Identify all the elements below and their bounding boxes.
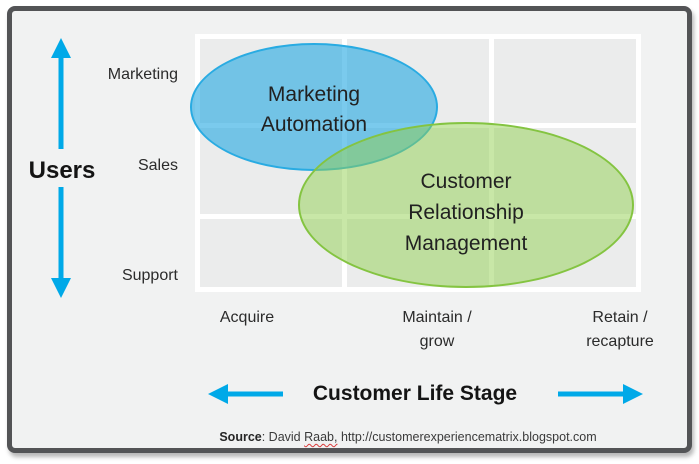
diagram-canvas: Marketing Automation Customer Relationsh…	[12, 11, 687, 448]
source-label: Source	[219, 430, 262, 444]
x-tick-acquire: Acquire	[219, 309, 275, 326]
ellipse-label-line: Relationship	[408, 200, 524, 224]
ellipse-label-line: Customer	[420, 169, 512, 193]
x-axis-left-arrow-icon	[207, 382, 283, 406]
y-axis-title: Users	[28, 157, 96, 184]
y-tick-support: Support	[121, 267, 178, 284]
x-axis-right-arrow-icon	[558, 382, 644, 406]
x-tick-retain-recapture: Retain / recapture	[586, 309, 654, 350]
ellipse-label-line: Automation	[260, 113, 368, 136]
ellipse-label-line: Management	[404, 231, 528, 255]
ellipse-crm: Customer Relationship Management	[298, 122, 634, 288]
screenshot-frame: Marketing Automation Customer Relationsh…	[7, 6, 692, 453]
y-tick-sales: Sales	[137, 157, 178, 174]
source-author-surname: Raab,	[304, 430, 338, 444]
x-axis-title: Customer Life Stage	[312, 382, 518, 405]
y-tick-marketing: Marketing	[107, 66, 178, 83]
y-axis-up-arrow-icon	[48, 37, 74, 149]
y-axis-down-arrow-icon	[48, 187, 74, 299]
ellipse-label-line: Marketing	[267, 83, 361, 106]
source-url: http://customerexperiencematrix.blogspot…	[337, 430, 597, 444]
grid-cell	[494, 39, 636, 123]
source-line: Source: David Raab, http://customerexper…	[108, 430, 687, 444]
x-tick-maintain-grow: Maintain / grow	[402, 309, 472, 350]
source-author: : David	[261, 430, 305, 444]
